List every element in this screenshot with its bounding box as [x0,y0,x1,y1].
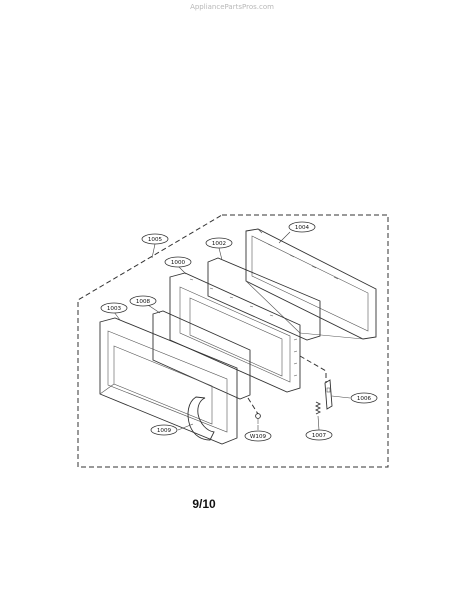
leader-lines [113,231,351,431]
guide-line [247,397,259,415]
assembly-boundary [77,214,389,468]
callout-1004: 1004 [288,221,316,233]
part-w109-screw [255,413,261,424]
callout-1009: 1009 [150,424,178,436]
watermark-text: AppliancePartsPros.com [190,3,274,11]
part-1003-door-panel [99,317,238,445]
callout-1003: 1003 [100,302,128,314]
callout-1008: 1008 [129,295,157,307]
callout-1000: 1000 [164,256,192,268]
svg-text:1002: 1002 [212,241,226,247]
svg-text:1000: 1000 [171,260,186,266]
guide-line [299,355,327,383]
callout-1007: 1007 [305,429,333,441]
part-1008-glass [152,310,251,400]
svg-text:1007: 1007 [312,433,327,439]
part-1002-film [207,257,321,341]
callout-1005: 1005 [141,233,169,245]
part-1004-frame [245,228,377,340]
part-1009-handle [187,396,215,441]
callout-1002: 1002 [205,237,233,249]
svg-text:1004: 1004 [295,225,310,231]
svg-text:1003: 1003 [107,306,122,312]
svg-text:W109: W109 [250,434,267,440]
part-1006-latch [324,379,333,410]
callout-w109: W109 [244,430,272,442]
callout-1006: 1006 [350,392,378,404]
part-1000-door-frame [169,272,301,393]
svg-text:1006: 1006 [357,396,372,402]
part-1007-spring [314,401,322,415]
svg-text:1009: 1009 [157,428,172,434]
svg-text:1008: 1008 [136,299,151,305]
svg-text:1005: 1005 [148,237,163,243]
page-number: 9/10 [192,497,216,511]
